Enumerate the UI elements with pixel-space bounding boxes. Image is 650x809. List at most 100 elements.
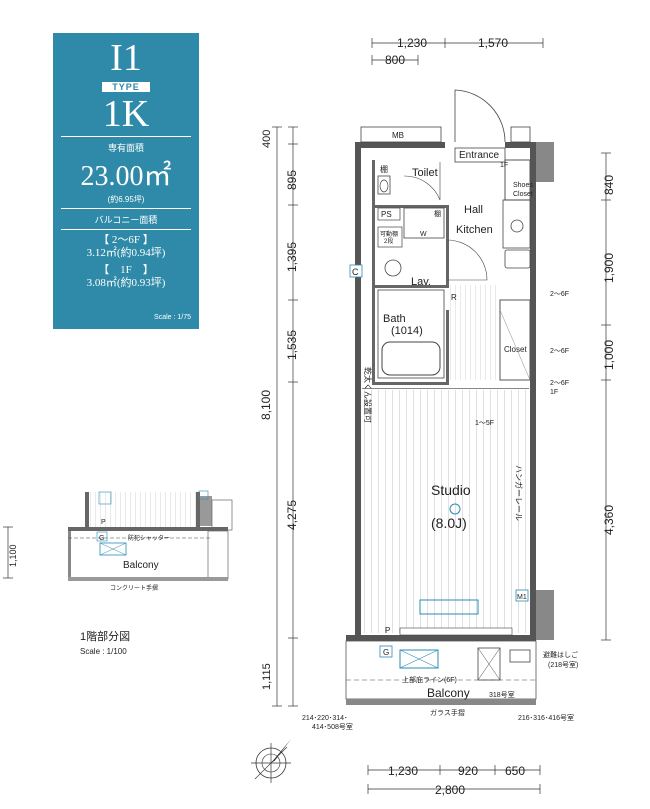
exclusive-area-tsubo: (約6.95坪) [107, 195, 145, 204]
panel-scale: Scale : 1/75 [154, 314, 191, 321]
inset-height-dim: 1,100 [8, 544, 18, 567]
floor-note-5: 1〜5F [475, 420, 494, 427]
exclusive-area-label: 専有面積 [107, 143, 144, 153]
ps-label: PS [381, 210, 392, 219]
marker-m1-box [515, 589, 529, 602]
rooms-left-note-2: 414･508号室 [312, 722, 353, 731]
bathroom-area [377, 289, 445, 379]
toilet-door-swing[interactable] [403, 162, 441, 201]
hanger-rail-note: ハンガーレール [514, 465, 524, 521]
marker-p: P [385, 626, 390, 635]
left-dimension-lines [272, 126, 298, 707]
movable-shelf-label-1: 可動棚 [380, 230, 398, 238]
shoes-closet-label-1: Shoes [513, 182, 533, 189]
inset-marker-p: P [101, 519, 106, 526]
dim-top-1: 1,230 [397, 36, 427, 50]
marker-c: C [352, 267, 359, 277]
glass-rail-note: ガラス手摺 [430, 708, 465, 717]
balcony-area-label: バルコニー面積 [94, 215, 158, 225]
dim-right-3: 1,000 [602, 340, 616, 370]
toilet-label: Toilet [412, 167, 438, 179]
washing-machine-area [403, 207, 445, 239]
kitchen-label: Kitchen [456, 224, 493, 236]
inset-marker-g: G [99, 535, 104, 542]
unit-info-panel: I1 TYPE 1K 専有面積 23.00㎡ (約6.95坪) バルコニー面積 … [53, 33, 199, 329]
inset-first-floor [3, 490, 233, 581]
bottom-dimension-lines [367, 765, 541, 794]
dim-right-1: 840 [602, 175, 616, 195]
ceiling-light-icon [449, 503, 461, 515]
exclusive-area: 23.00㎡ [80, 161, 172, 192]
upper-eave-note: 上部庇ライン(6F) [402, 675, 457, 684]
dim-bottom-2: 920 [458, 764, 478, 778]
divider [61, 136, 191, 137]
inset-title: 1階部分図 [80, 629, 130, 643]
divider [61, 229, 191, 230]
inset-shutter-note: 防犯シャッター [128, 534, 170, 542]
walls [346, 126, 554, 641]
room-318-note: 318号室 [489, 690, 515, 699]
compass-icon [251, 739, 291, 783]
dim-left-4: 1,535 [285, 330, 299, 360]
balcony-floors-lower: 【 1F 】 [98, 264, 154, 276]
dim-left-3: 1,395 [285, 242, 299, 272]
closet-diagonal [499, 309, 531, 381]
dim-bottom-1: 1,230 [388, 764, 418, 778]
aircon-icon [419, 599, 479, 615]
toilet-icon [377, 175, 391, 195]
studio-size-label: (8.0J) [431, 515, 467, 531]
inset-balcony-label: Balcony [123, 560, 159, 571]
right-dimension-lines [601, 152, 611, 641]
inset-scale: Scale : 1/100 [80, 647, 127, 656]
entrance-door-swing[interactable] [454, 89, 506, 143]
kitchen-counter [502, 199, 531, 249]
lav-door-swing[interactable] [446, 239, 488, 281]
divider [61, 208, 191, 209]
laundry-shelf-label: 棚 [434, 209, 441, 218]
dim-right-4: 4,360 [602, 505, 616, 535]
hall-floor [450, 285, 498, 380]
dim-left-5: 4,275 [285, 500, 299, 530]
balcony-floors-upper: 【 2〜6F 】 [98, 234, 154, 246]
fridge-space [504, 249, 531, 269]
toilet-shelf-label: 棚 [380, 164, 388, 174]
evacuation-room-note: (218号室) [548, 660, 578, 669]
type-code: I1 [110, 37, 142, 79]
entrance-label: Entrance [459, 150, 499, 161]
dim-top-2: 1,570 [478, 36, 508, 50]
dim-top-3: 800 [385, 53, 405, 67]
shoes-closet-label-2: Closet [513, 191, 533, 198]
dim-left-1: 400 [261, 130, 273, 148]
ps-box [377, 207, 401, 221]
floor-note-3: 2〜6F [550, 380, 569, 387]
toilet-bowl-icon [379, 179, 389, 193]
evacuation-ladder-note: 避難はしご [543, 650, 578, 659]
bathtub-icon [381, 341, 441, 376]
marker-m1: M1 [517, 594, 527, 601]
balcony [345, 640, 537, 705]
balcony-area-lower: 3.08㎡(約0.93坪) [86, 277, 166, 289]
type-label: TYPE [102, 82, 150, 92]
mb-label: MB [392, 131, 404, 140]
hall-label: Hall [464, 204, 483, 216]
bath-size-label: (1014) [391, 325, 423, 337]
entrance-floor-note: 1F [500, 162, 508, 169]
floor-note-2: 2〜6F [550, 348, 569, 355]
marker-r: R [451, 293, 457, 302]
balcony-label: Balcony [427, 686, 470, 700]
dim-bottom-3: 650 [505, 764, 525, 778]
layout-label: 1K [102, 93, 150, 135]
closet-label: Closet [504, 345, 527, 354]
balcony-area-upper: 3.12㎡(約0.94坪) [86, 247, 166, 259]
floor-note-4: 1F [550, 389, 558, 396]
balcony-window [399, 627, 513, 636]
stove-icon [510, 219, 524, 233]
marker-c-box [349, 264, 363, 278]
dim-right-2: 1,900 [602, 253, 616, 283]
balcony-marker-g: G [383, 648, 389, 657]
entrance-box [454, 147, 506, 163]
bath-label: Bath [383, 313, 406, 325]
rooms-left-note-1: 214･220･314･ [302, 715, 348, 722]
dim-left-6: 1,115 [261, 663, 273, 690]
